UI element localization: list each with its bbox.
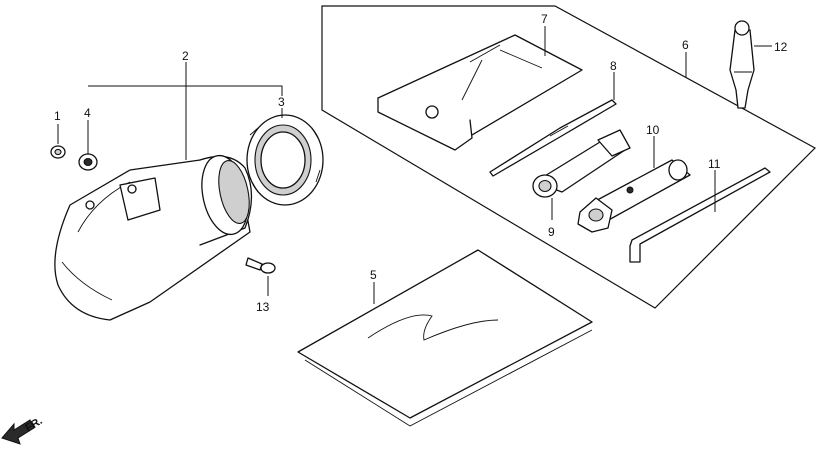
callout-13: 13	[256, 300, 270, 314]
tool-bag	[377, 34, 583, 151]
bolt	[245, 257, 276, 274]
callout-9: 9	[548, 225, 555, 239]
callout-8: 8	[610, 59, 617, 73]
callout-12: 12	[774, 40, 788, 54]
pin-spanner	[729, 20, 755, 109]
tool-case-body	[54, 154, 253, 321]
callout-4: 4	[84, 106, 91, 120]
screwdriver	[489, 99, 617, 177]
callout-6: 6	[682, 38, 689, 52]
nut	[50, 145, 66, 159]
callout-10: 10	[646, 123, 660, 137]
callout-11: 11	[708, 157, 721, 171]
hex-wrench	[629, 167, 771, 263]
owners-manual-bag	[297, 249, 593, 427]
callout-7: 7	[541, 12, 548, 26]
callout-3: 3	[278, 95, 285, 109]
front-arrow-icon	[1, 419, 35, 445]
callout-5: 5	[370, 268, 377, 282]
callout-1: 1	[54, 109, 61, 123]
spark-plug-wrench	[577, 159, 691, 233]
leader-lines	[57, 26, 772, 304]
tool-case-cap	[246, 114, 324, 206]
callout-2: 2	[182, 49, 189, 63]
tool-kit-outline	[321, 5, 816, 309]
front-direction-indicator: FR.	[1, 415, 45, 445]
socket-wrench	[532, 129, 631, 198]
grommet	[78, 153, 98, 171]
